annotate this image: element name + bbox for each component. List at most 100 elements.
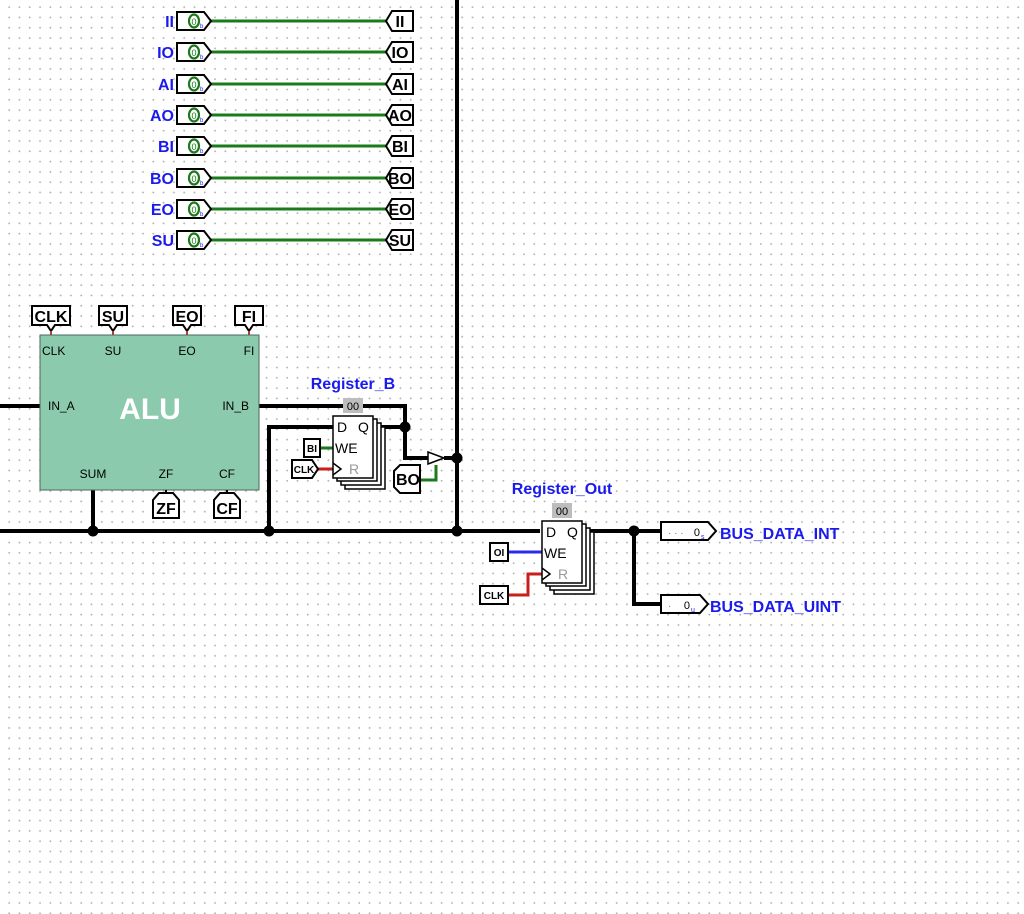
junction-dot [87,525,99,537]
alu-top-tag-clk[interactable]: CLK [31,305,71,335]
register-b-clk-tag-label: CLK [294,465,315,476]
input-pin-box[interactable] [176,74,213,94]
input-radix: b [200,118,204,124]
input-tunnel-tag[interactable] [384,229,414,251]
input-tunnel-tag[interactable] [384,73,414,95]
register-b-clk-tag[interactable]: CLK [291,459,320,479]
input-state-indicator[interactable] [187,232,201,248]
output-uint-dots: · [668,601,671,612]
alu-top-tag-fi[interactable]: FI [234,305,264,335]
alu-pin-in-b: IN_B [222,399,249,413]
alu-pin-cf: CF [219,467,235,481]
alu-pin-zf: ZF [159,467,174,481]
input-value: 0 [191,236,196,246]
input-label: IO [157,45,174,62]
register-b-pin-d: D [337,419,347,435]
tri-state-buffer-icon[interactable] [427,450,447,466]
input-tunnel-label: EO [388,202,411,219]
input-state-indicator[interactable] [187,138,201,154]
output-uint-name: BUS_DATA_UINT [710,599,841,616]
input-state-indicator[interactable] [187,201,201,217]
zf-output-tag[interactable]: ZF [152,492,180,519]
register-out-pin-r: R [558,566,568,582]
alu-top-tag-eo[interactable]: EO [172,305,202,335]
register-b-d-wire[interactable] [267,425,333,531]
output-uint-radix: u [691,607,695,614]
junction-dot [451,525,463,537]
register-b[interactable]: Register_B 00 D Q WE R BI CLK BO [291,376,447,494]
alu-pin-in-a: IN_A [48,399,75,413]
input-tunnel-label: AI [392,77,408,94]
input-tunnel-label: SU [389,233,411,250]
cf-output-tag[interactable]: CF [213,492,241,519]
input-radix: b [200,181,204,187]
input-state-indicator[interactable] [187,76,201,92]
register-b-out-tag-label: BO [396,472,420,489]
output-bus-data-int[interactable]: · · · 0 s BUS_DATA_INT [660,521,840,543]
register-b-name: Register_B [311,376,395,393]
input-tunnel-tag[interactable] [384,167,414,189]
uint-output-wire[interactable] [632,531,660,606]
input-pin-box[interactable] [176,11,213,31]
input-label: BI [158,139,174,156]
input-radix: b [200,243,204,249]
alu-body[interactable] [39,334,260,491]
clk-out-wire[interactable] [508,572,542,597]
input-tunnel-tag[interactable] [384,198,414,220]
input-tunnel-label: II [396,14,405,31]
input-state-indicator[interactable] [187,44,201,60]
register-b-value: 00 [347,401,359,413]
input-tunnel-label: BO [388,171,412,188]
alu-pin-fi: FI [244,344,255,358]
input-pin-box[interactable] [176,230,213,250]
input-tunnel-tag[interactable] [384,135,414,157]
register-b-clock-triangle [332,462,343,476]
register-out-clock-triangle [541,567,552,581]
register-out[interactable]: Register_Out 00 D Q WE R OI CLK [479,481,613,605]
bo-enable-wire[interactable] [420,465,438,482]
input-pin-box[interactable] [176,168,213,188]
input-pin-box[interactable] [176,199,213,219]
register-out-clk-tag[interactable]: CLK [479,585,509,605]
input-radix: b [200,212,204,218]
input-state-indicator[interactable] [187,170,201,186]
input-value: 0 [191,205,196,215]
input-value: 0 [191,142,196,152]
register-b-we-tag[interactable]: BI [303,438,321,458]
input-pin-box[interactable] [176,136,213,156]
register-out-name: Register_Out [512,481,613,498]
input-tunnel-tag[interactable] [384,10,414,32]
output-bus-data-uint[interactable]: · 0 u BUS_DATA_UINT [660,594,841,616]
input-tunnel-tag[interactable] [384,104,414,126]
alu-top-tags: CLK SU EO FI [31,305,264,335]
input-state-indicator[interactable] [187,13,201,29]
alu-top-tag-su[interactable]: SU [98,305,128,335]
input-value: 0 [191,111,196,121]
input-label: BO [150,171,174,188]
register-b-out-tag[interactable]: BO [393,464,421,494]
alu-pin-clk: CLK [42,344,65,358]
input-tunnel-tag[interactable] [384,41,414,63]
input-state-indicator[interactable] [187,107,201,123]
register-out-we-tag[interactable]: OI [489,542,509,562]
input-label: AI [158,77,174,94]
input-pin-box[interactable] [176,42,213,62]
alu-top-tag-label: SU [102,309,124,326]
register-out-body[interactable] [541,520,583,584]
register-out-we-tag-label: OI [494,548,505,559]
register-out-value: 00 [556,506,568,518]
alu-title: ALU [119,393,181,426]
output-int-radix: s [701,534,705,541]
register-out-pin-d: D [546,524,556,540]
input-pin-box[interactable] [176,105,213,125]
